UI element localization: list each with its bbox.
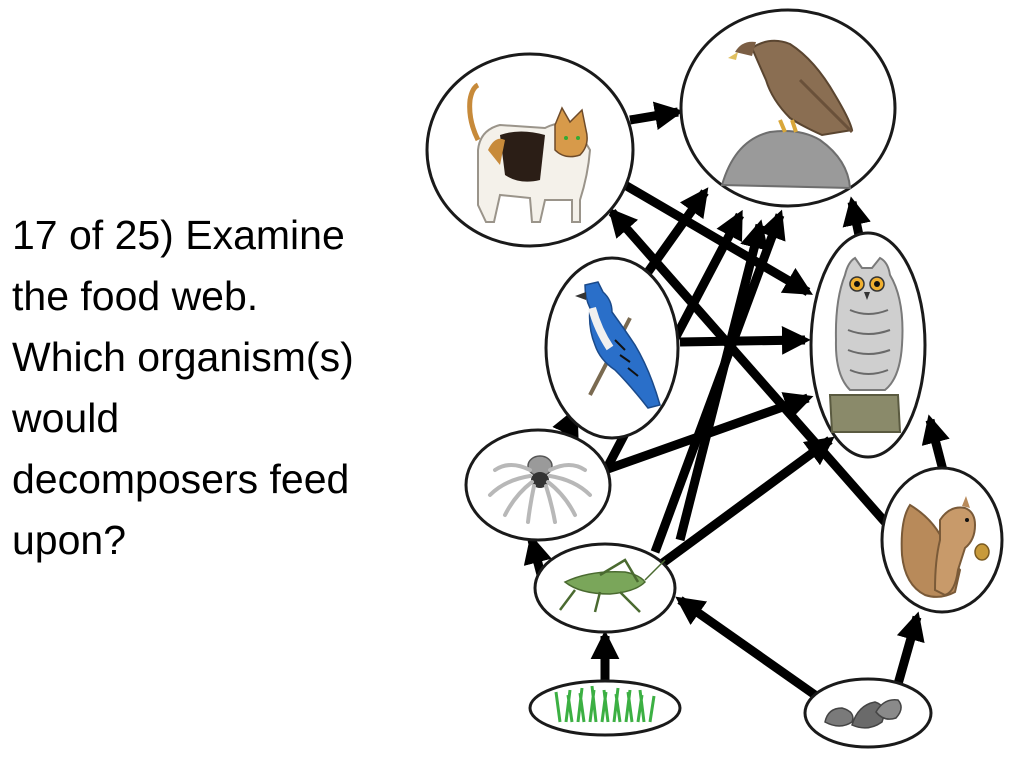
blue-jay-icon — [575, 281, 661, 409]
question-line: Which organism(s) — [12, 334, 354, 380]
owl-node — [809, 231, 927, 459]
grass-node — [528, 679, 682, 737]
arrow-grasshopper-to-owl — [657, 436, 835, 569]
hawk-icon — [720, 39, 854, 190]
arrow-seeds-to-squirrel — [893, 611, 925, 686]
arrow-cat-to-owl — [622, 181, 813, 296]
arrow-seeds-to-grasshopper — [675, 596, 818, 699]
squirrel-icon — [900, 496, 990, 598]
question-text: 17 of 25) Examine the food web. Which or… — [12, 205, 412, 571]
spider-icon — [488, 455, 592, 524]
blue-jay-node — [544, 256, 680, 440]
seeds-icon — [824, 699, 902, 729]
arrow-squirrel-to-cat — [608, 207, 889, 525]
arrow-cat-to-hawk — [629, 101, 684, 130]
seeds-node — [803, 677, 933, 749]
question-line: 17 of 25) Examine — [12, 212, 345, 258]
question-line: decomposers feed — [12, 456, 350, 502]
owl-icon — [828, 256, 904, 433]
question-line: would — [12, 395, 120, 441]
spider-node — [464, 428, 612, 542]
question-line: upon? — [12, 517, 127, 563]
squirrel-node — [880, 466, 1004, 614]
hawk-node — [679, 8, 897, 208]
arrow-jay-to-owl — [679, 325, 811, 355]
question-line: the food web. — [12, 273, 259, 319]
arrow-grasshopper-to-hawk-2 — [675, 219, 769, 542]
grass-icon — [554, 685, 656, 723]
grasshopper-icon — [559, 558, 666, 613]
cat-icon — [467, 82, 592, 223]
cat-node — [425, 52, 635, 248]
grasshopper-node — [533, 542, 677, 634]
